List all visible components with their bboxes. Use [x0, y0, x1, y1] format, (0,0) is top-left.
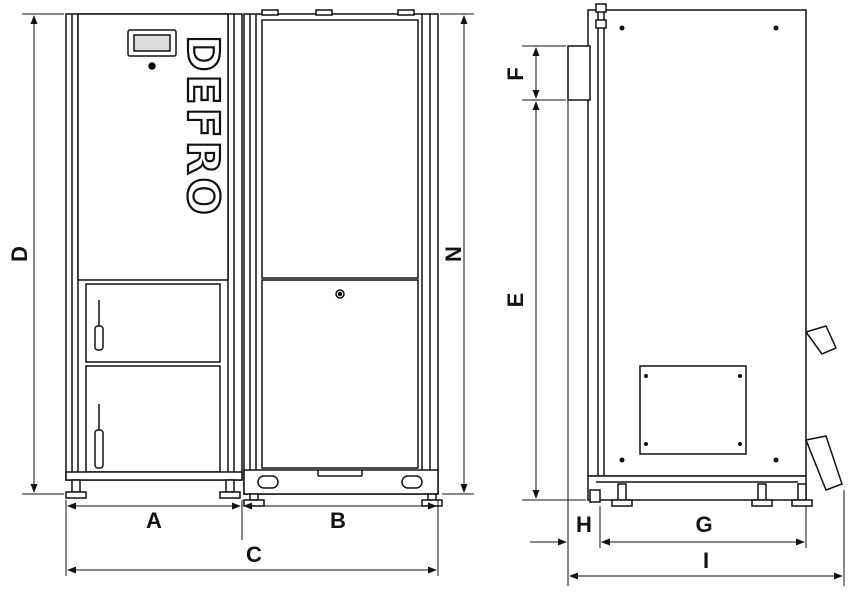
- hopper-lower-panel: [261, 279, 419, 469]
- control-knob: [148, 62, 156, 70]
- front-foot-4: [421, 493, 443, 507]
- lower-door-handle: [94, 429, 104, 469]
- dimension-label-g: G: [695, 512, 712, 537]
- inspection-plate: [639, 365, 747, 455]
- front-foot-3: [243, 493, 265, 507]
- upper-door-handle: [94, 325, 104, 351]
- side-view: [567, 3, 843, 507]
- dimension-label-a: A: [146, 508, 162, 533]
- side-screws: [619, 25, 779, 463]
- flue-pipe: [567, 45, 591, 101]
- side-foot-1: [611, 483, 633, 507]
- dimension-label-c: C: [246, 542, 262, 567]
- dimension-label-i: I: [703, 548, 709, 573]
- side-foot-3: [791, 483, 813, 507]
- base-slot-right: [401, 475, 423, 489]
- brand-logo: DEFRO: [177, 35, 228, 218]
- dimension-label-b: B: [330, 508, 346, 533]
- dimension-label-d: D: [7, 246, 32, 262]
- dimension-label-e: E: [503, 293, 528, 308]
- upper-front-panel: [77, 13, 229, 281]
- dimension-label-f: F: [503, 67, 528, 80]
- upper-door: [85, 283, 221, 363]
- side-foot-2: [751, 483, 773, 507]
- lower-door: [85, 365, 221, 473]
- base-slot-left: [257, 475, 279, 489]
- rear-connector-upper: [804, 325, 837, 355]
- side-dimensions: [522, 45, 845, 586]
- hopper-upper-panel: [261, 19, 419, 279]
- front-foot-1: [65, 479, 87, 499]
- dimension-label-h: H: [576, 512, 592, 537]
- front-view: DEFRO: [65, 9, 443, 507]
- dimension-label-n: N: [441, 246, 466, 262]
- front-dimensions: [22, 13, 474, 576]
- rear-connector-lower: [804, 435, 843, 491]
- front-foot-2: [219, 479, 241, 499]
